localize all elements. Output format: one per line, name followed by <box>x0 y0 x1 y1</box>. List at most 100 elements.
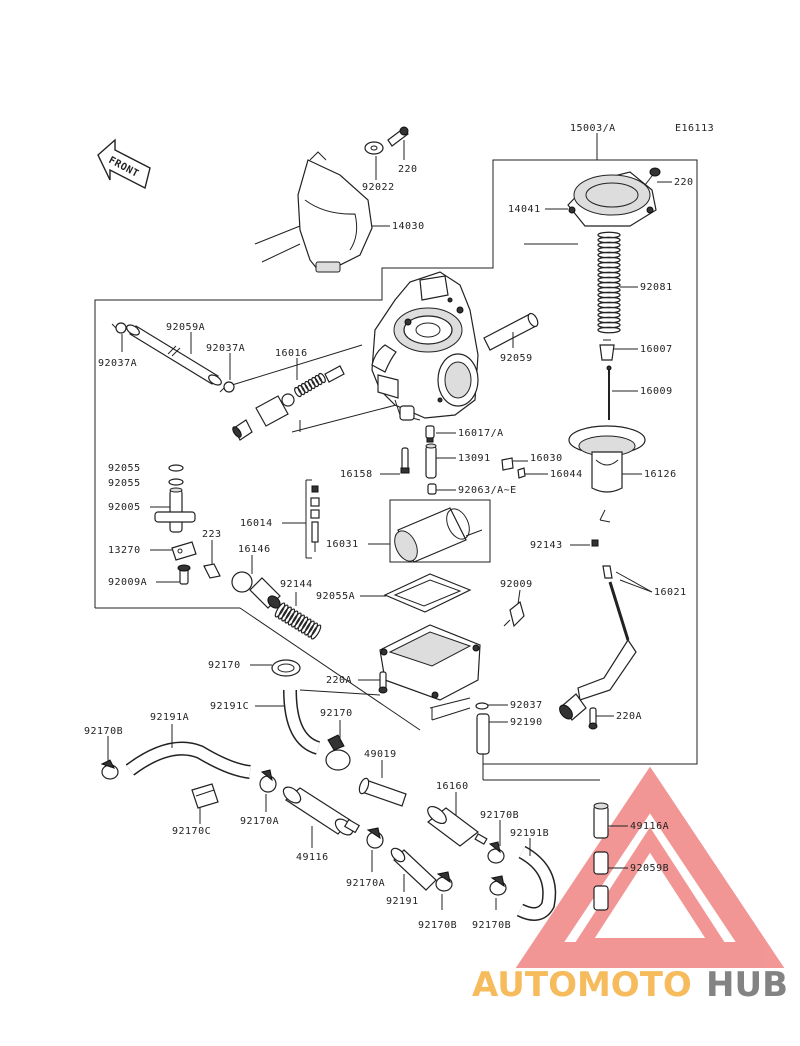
label-92005: 92005 <box>108 502 141 513</box>
plug-92009 <box>503 600 525 628</box>
label-16009: 16009 <box>640 386 673 397</box>
starter-16016 <box>232 365 345 441</box>
label-16007: 16007 <box>640 344 673 355</box>
clip-92037A-mid <box>219 381 235 393</box>
label-92170-upper: 92170 <box>208 660 241 671</box>
label-16158: 16158 <box>340 469 373 480</box>
label-13091: 13091 <box>458 453 491 464</box>
front-arrow: FRONT <box>97 138 151 190</box>
label-92037A-left: 92037A <box>98 358 137 369</box>
clip-92037 <box>475 702 489 710</box>
label-92037A-mid: 92037A <box>206 343 245 354</box>
label-92009A: 92009A <box>108 577 147 588</box>
spring-92081 <box>597 231 621 334</box>
screw-16158 <box>400 447 410 474</box>
label-16126: 16126 <box>644 469 677 480</box>
label-92190: 92190 <box>510 717 543 728</box>
gasket-92055A <box>383 573 472 613</box>
label-92009: 92009 <box>500 579 533 590</box>
filter-49116 <box>282 786 361 836</box>
label-15003A: 15003/A <box>570 123 616 134</box>
spring-92144 <box>274 602 322 640</box>
tube-13091 <box>425 443 437 479</box>
clip-92143 <box>591 539 599 547</box>
part-labels: E16113 15003/A 220 92022 14030 220 14041… <box>84 123 714 931</box>
label-92191B: 92191B <box>510 828 549 839</box>
filter-49116A <box>593 802 609 839</box>
clamp-92170-mid <box>325 734 351 771</box>
label-92063: 92063/A~E <box>458 485 517 496</box>
bolt-49019 <box>358 777 407 807</box>
tee-92005 <box>154 487 196 533</box>
orings-92055 <box>168 464 184 486</box>
screw-16146 <box>231 571 281 609</box>
clamp-92170C <box>191 783 219 809</box>
cover-14030 <box>297 151 373 273</box>
label-92059: 92059 <box>500 353 533 364</box>
label-92055-a: 92055 <box>108 463 141 474</box>
label-223: 223 <box>202 529 222 540</box>
clip-92037A-left <box>111 322 127 334</box>
clamp-92170A-mid <box>366 827 384 849</box>
watermark-logo: AUTOMOTO HUB <box>472 965 788 1005</box>
label-92081: 92081 <box>640 282 673 293</box>
label-16044: 16044 <box>550 469 583 480</box>
holder-16007 <box>599 339 615 361</box>
label-92055A: 92055A <box>316 591 355 602</box>
cable-16021 <box>559 565 637 721</box>
label-92170B-bottom: 92170B <box>418 920 457 931</box>
clamp-92170A-left <box>259 769 277 793</box>
label-92191A: 92191A <box>150 712 189 723</box>
jet-16014 <box>305 479 320 559</box>
hose-92191C <box>283 689 321 755</box>
label-92055-b: 92055 <box>108 478 141 489</box>
label-92191C: 92191C <box>210 701 249 712</box>
clamp-92170B-left <box>100 759 119 780</box>
screw-220-top <box>364 126 409 155</box>
label-13270: 13270 <box>108 545 141 556</box>
watermark-text-1: AUTOMOTO <box>472 965 692 1005</box>
label-92170A-left: 92170A <box>240 816 279 827</box>
label-16014: 16014 <box>240 518 273 529</box>
screw-92009A <box>177 564 191 585</box>
group-frame <box>94 159 698 765</box>
clamp-92170B-mid <box>487 841 505 864</box>
hose-92191B <box>516 845 557 921</box>
tube-92190 <box>476 713 600 781</box>
label-16146: 16146 <box>238 544 271 555</box>
carburetor-body <box>371 271 479 421</box>
clamp-92170-upper <box>271 659 301 677</box>
label-49116: 49116 <box>296 852 329 863</box>
top-cover-14041 <box>567 171 657 227</box>
label-92170A-mid: 92170A <box>346 878 385 889</box>
piston-16126 <box>568 425 646 493</box>
label-92170B-bottom2: 92170B <box>472 920 511 931</box>
label-92170-mid: 92170 <box>320 708 353 719</box>
screw-220A-right <box>588 707 598 730</box>
label-14041: 14041 <box>508 204 541 215</box>
label-49019: 49019 <box>364 749 397 760</box>
label-92144: 92144 <box>280 579 313 590</box>
bracket-13270 <box>171 541 197 561</box>
parts-16030-16044 <box>501 457 526 479</box>
label-92059B: 92059B <box>630 863 669 874</box>
label-92022: 92022 <box>362 182 395 193</box>
label-16021: 16021 <box>654 587 687 598</box>
pipe-92059A <box>126 324 222 386</box>
label-14030: 14030 <box>392 221 425 232</box>
label-92170C: 92170C <box>172 826 211 837</box>
label-92191: 92191 <box>386 896 419 907</box>
label-220-right: 220 <box>674 177 694 188</box>
tube-92059B <box>593 851 609 911</box>
label-220A-right: 220A <box>616 711 642 722</box>
float-bowl <box>379 624 481 701</box>
pipe-92191 <box>390 847 437 891</box>
label-16160: 16160 <box>436 781 469 792</box>
label-16016: 16016 <box>275 348 308 359</box>
label-16030: 16030 <box>530 453 563 464</box>
hose-92191A <box>125 741 251 779</box>
label-49116A: 49116A <box>630 821 669 832</box>
label-92059A: 92059A <box>166 322 205 333</box>
label-92170B-left: 92170B <box>84 726 123 737</box>
